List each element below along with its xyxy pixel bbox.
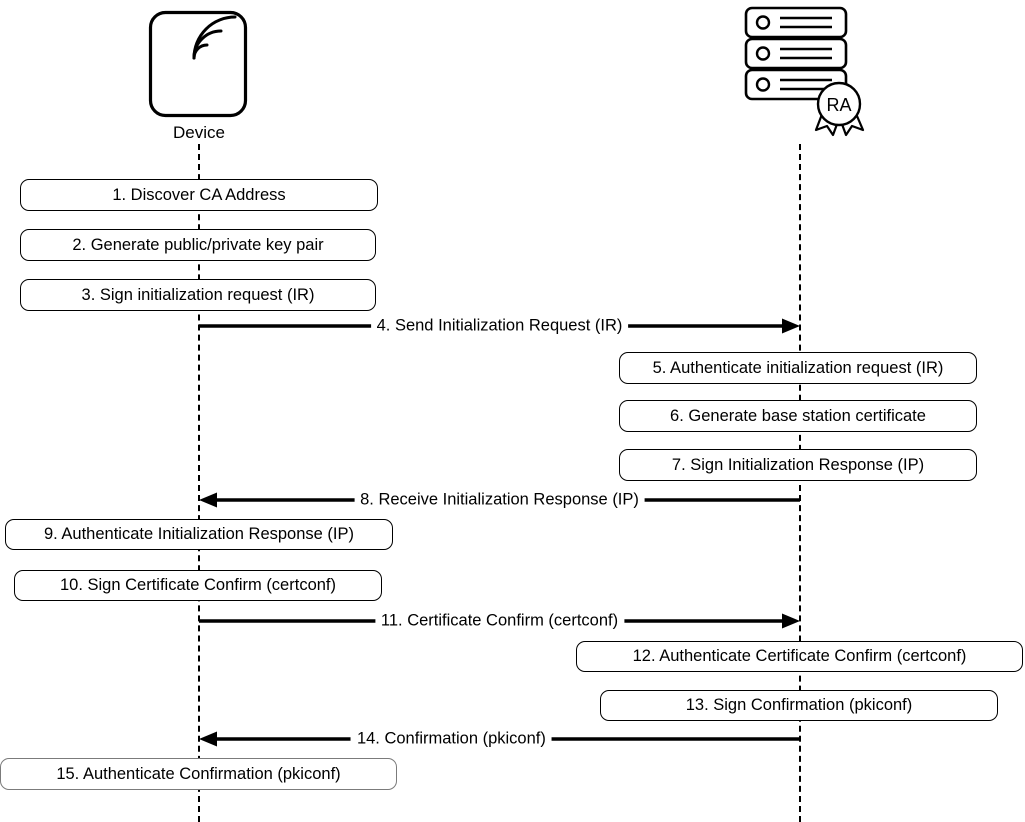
action-box-5[interactable]: 5. Authenticate initialization request (… — [619, 352, 977, 384]
message-4-label: 4. Send Initialization Request (IR) — [370, 316, 629, 336]
message-14-label: 14. Confirmation (pkiconf) — [350, 729, 552, 749]
action-box-3[interactable]: 3. Sign initialization request (IR) — [20, 279, 376, 311]
ra-badge-text: RA — [826, 95, 851, 115]
message-8-label: 8. Receive Initialization Response (IP) — [354, 490, 645, 510]
message-11[interactable]: 11. Certificate Confirm (certconf) — [199, 608, 800, 634]
action-box-13[interactable]: 13. Sign Confirmation (pkiconf) — [600, 690, 998, 721]
action-box-12[interactable]: 12. Authenticate Certificate Confirm (ce… — [576, 641, 1023, 672]
device-wireless-icon — [148, 10, 248, 118]
action-box-1[interactable]: 1. Discover CA Address — [20, 179, 378, 211]
lifeline-ra — [799, 144, 801, 822]
message-11-label: 11. Certificate Confirm (certconf) — [374, 611, 625, 631]
message-14[interactable]: 14. Confirmation (pkiconf) — [199, 726, 800, 752]
action-box-7[interactable]: 7. Sign Initialization Response (IP) — [619, 449, 977, 481]
participant-device[interactable] — [148, 10, 248, 118]
message-4[interactable]: 4. Send Initialization Request (IR) — [199, 313, 800, 339]
action-box-15[interactable]: 15. Authenticate Confirmation (pkiconf) — [0, 758, 397, 790]
lifeline-device — [198, 144, 200, 822]
action-box-9[interactable]: 9. Authenticate Initialization Response … — [5, 519, 393, 550]
action-box-10[interactable]: 10. Sign Certificate Confirm (certconf) — [14, 570, 382, 601]
message-8[interactable]: 8. Receive Initialization Response (IP) — [199, 487, 800, 513]
action-box-2[interactable]: 2. Generate public/private key pair — [20, 229, 376, 261]
participant-ra[interactable]: RA — [744, 6, 874, 140]
action-box-6[interactable]: 6. Generate base station certificate — [619, 400, 977, 432]
participant-label-device: Device — [173, 123, 225, 142]
server-rack-certificate-icon: RA — [744, 6, 865, 137]
